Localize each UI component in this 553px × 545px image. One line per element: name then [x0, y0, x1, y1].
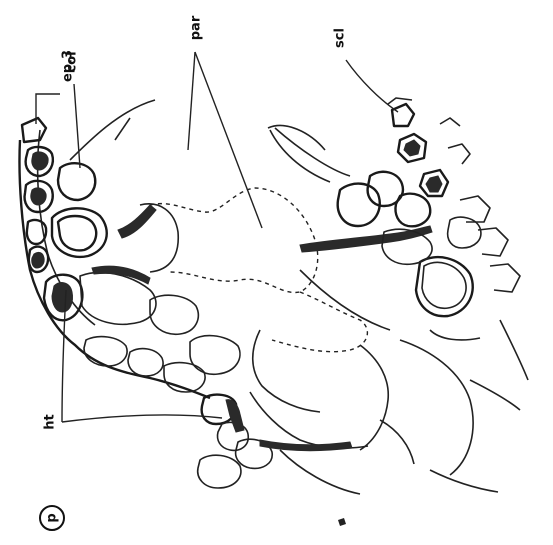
- sclerenchyma-cells: [275, 98, 520, 316]
- leader-ht-2: [62, 415, 222, 422]
- speck-mark: [338, 518, 346, 526]
- panel-letter: p: [45, 513, 60, 522]
- label-ht: ht: [43, 414, 58, 429]
- epidermal-cell: [22, 118, 46, 142]
- leader-scl: [346, 60, 398, 112]
- parenchyma-cells: [70, 100, 528, 494]
- label-scl: scl: [333, 28, 348, 48]
- leader-lines: [36, 52, 398, 422]
- dashed-cell-outline: [150, 188, 367, 352]
- label-col: col: [65, 51, 80, 72]
- label-par: par: [189, 15, 204, 40]
- thick-walls: [92, 205, 432, 451]
- panel-marker: p: [40, 506, 64, 530]
- leader-par-1: [188, 52, 195, 150]
